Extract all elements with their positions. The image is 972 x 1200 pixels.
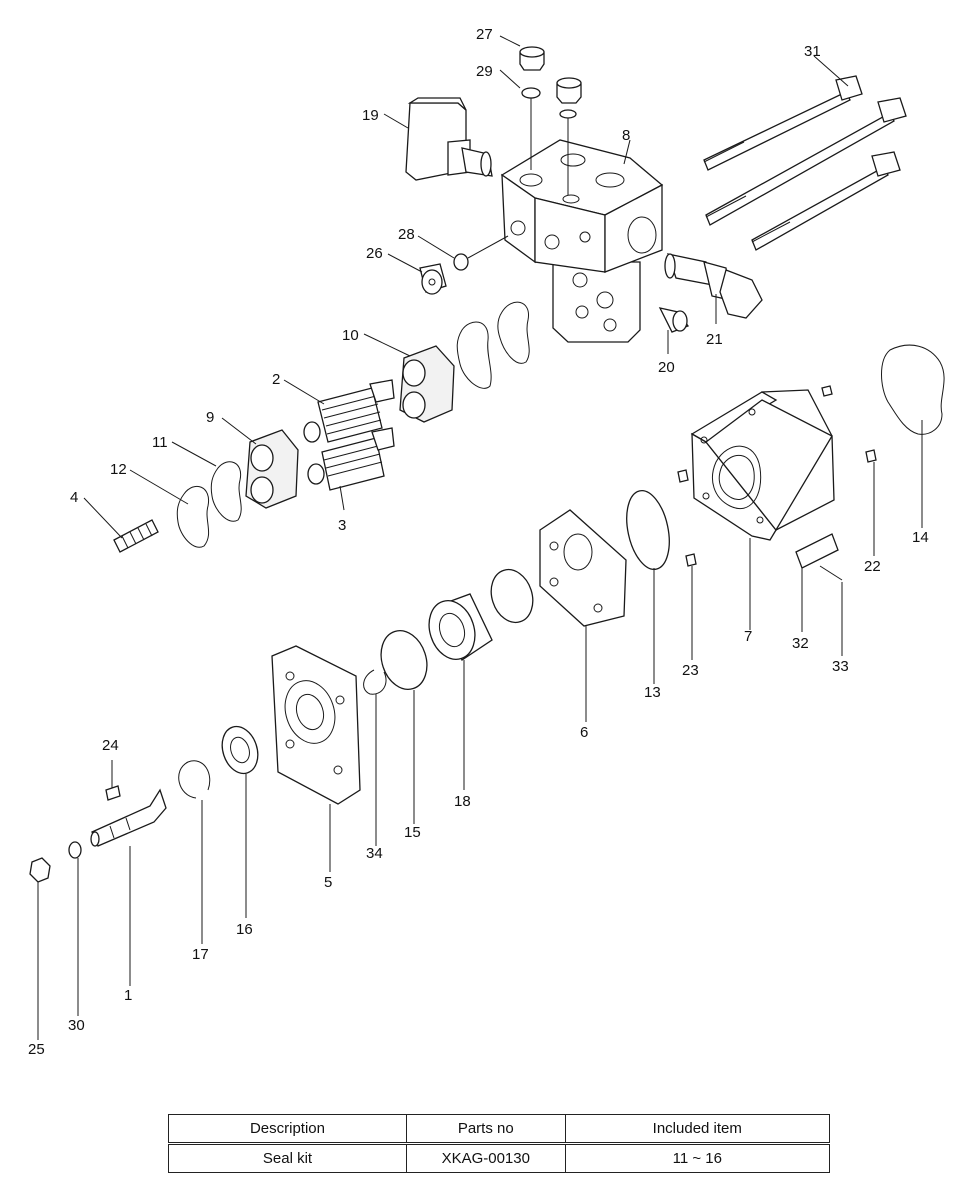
part-number-labels: 27 29 19 8 28 26 31 21 20 10 2 3 9 11 12… xyxy=(28,26,929,1058)
part-29-o-ring xyxy=(521,87,541,99)
label-34: 34 xyxy=(366,845,383,862)
part-25-nut xyxy=(29,857,51,883)
seal-kit-table: Description Parts no Included item Seal … xyxy=(168,1114,831,1173)
part-14-gasket xyxy=(881,344,945,435)
label-27: 27 xyxy=(476,26,493,43)
label-16: 16 xyxy=(236,921,253,938)
part-2-drive-gear xyxy=(303,379,395,443)
part-11-seal xyxy=(210,461,242,522)
part-26-plug xyxy=(419,263,447,295)
label-31: 31 xyxy=(804,43,821,60)
part-6-plate xyxy=(539,509,627,627)
table-row: Seal kit XKAG-00130 11 ~ 16 xyxy=(168,1143,831,1173)
label-6: 6 xyxy=(580,724,588,741)
label-21: 21 xyxy=(706,331,723,348)
leader-lines xyxy=(37,35,923,1040)
label-29: 29 xyxy=(476,63,493,80)
label-32: 32 xyxy=(792,635,809,652)
label-25: 25 xyxy=(28,1041,45,1058)
part-1-shaft xyxy=(90,788,167,847)
gasket-upper-pair xyxy=(456,301,530,389)
part-23-pins xyxy=(677,469,697,567)
part-7-pump-body xyxy=(690,389,835,541)
label-9: 9 xyxy=(206,409,214,426)
label-14: 14 xyxy=(912,529,929,546)
part-27-plug xyxy=(519,46,545,71)
part-3-driven-gear xyxy=(307,427,395,491)
label-4: 4 xyxy=(70,489,78,506)
part-8-valve-block xyxy=(500,139,664,343)
label-10: 10 xyxy=(342,327,359,344)
label-2: 2 xyxy=(272,371,280,388)
label-15: 15 xyxy=(404,824,421,841)
label-22: 22 xyxy=(864,558,881,575)
header-included-item: Included item xyxy=(564,1114,831,1145)
part-32-name-plate xyxy=(795,533,839,569)
part-21-relief-valve xyxy=(664,253,763,319)
label-1: 1 xyxy=(124,987,132,1004)
part-31-bolts xyxy=(703,75,907,251)
label-19: 19 xyxy=(362,107,379,124)
label-11: 11 xyxy=(152,434,168,451)
label-7: 7 xyxy=(744,628,752,645)
label-20: 20 xyxy=(658,359,675,376)
label-13: 13 xyxy=(644,684,661,701)
part-5-flange xyxy=(271,645,361,805)
part-28-o-ring xyxy=(453,253,469,271)
label-17: 17 xyxy=(192,946,209,963)
part-15-ring xyxy=(380,630,428,690)
part-24-key xyxy=(105,785,121,801)
part-13-o-ring xyxy=(626,490,670,570)
cell-included-item: 11 ~ 16 xyxy=(564,1143,831,1173)
label-18: 18 xyxy=(454,793,471,810)
label-33: 33 xyxy=(832,658,849,675)
part-12-gasket xyxy=(176,485,210,548)
part-30-washer xyxy=(68,841,82,859)
cell-parts-no: XKAG-00130 xyxy=(405,1143,566,1173)
label-23: 23 xyxy=(682,662,699,679)
part-19-solenoid xyxy=(405,97,493,181)
label-12: 12 xyxy=(110,461,127,478)
table-header-row: Description Parts no Included item xyxy=(168,1114,831,1145)
part-34-snap-ring xyxy=(363,669,387,695)
label-5: 5 xyxy=(324,874,332,891)
part-16-oil-seal xyxy=(221,725,259,775)
header-description: Description xyxy=(168,1114,407,1145)
part-10-bushing xyxy=(399,345,455,423)
exploded-parts-diagram: 27 29 19 8 28 26 31 21 20 10 2 3 9 11 12… xyxy=(28,26,945,1058)
label-26: 26 xyxy=(366,245,383,262)
part-20-fitting xyxy=(658,307,690,333)
header-parts-no: Parts no xyxy=(405,1114,566,1145)
part-22-pins xyxy=(821,385,877,463)
part-17-snap-ring xyxy=(178,760,211,799)
label-30: 30 xyxy=(68,1017,85,1034)
part-33-screw xyxy=(819,565,843,581)
label-24: 24 xyxy=(102,737,119,754)
label-3: 3 xyxy=(338,517,346,534)
plug-second xyxy=(556,77,582,119)
ring-behind-bearing xyxy=(490,568,534,624)
part-9-bushing xyxy=(245,429,299,509)
part-18-bearing xyxy=(428,593,493,661)
cell-description: Seal kit xyxy=(168,1143,407,1173)
label-28: 28 xyxy=(398,226,415,243)
label-8: 8 xyxy=(622,127,630,144)
part-4-dowel xyxy=(113,519,159,553)
